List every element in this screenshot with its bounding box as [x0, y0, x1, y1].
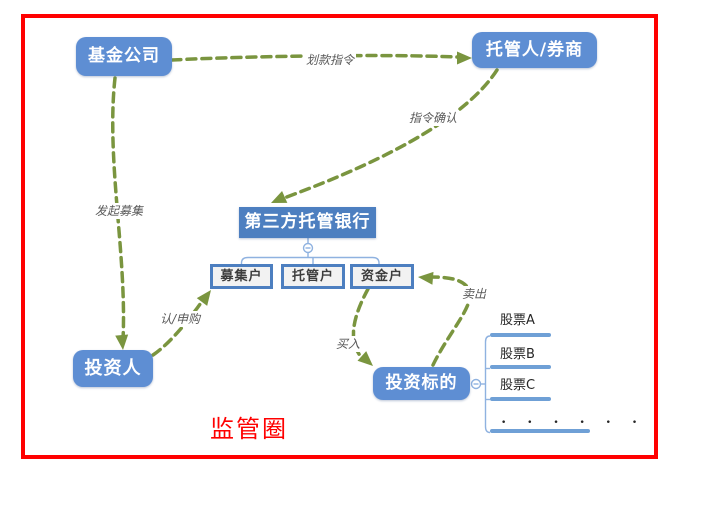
- stock-ellipsis-branch-line: [490, 429, 590, 433]
- node-investor[interactable]: 投资人: [73, 350, 153, 387]
- arrowhead-buy: [357, 351, 373, 366]
- edge-transfer-instruction: [170, 53, 459, 62]
- label-initiate-raise: 发起募集: [93, 203, 146, 220]
- node-stock-ellipsis[interactable]: • • • • • •: [501, 418, 647, 428]
- edge-subscribe: [151, 295, 207, 357]
- target-bracket: [484, 335, 491, 434]
- node-raise-account[interactable]: 募集户: [210, 264, 273, 289]
- stock-b-branch-line: [490, 365, 551, 369]
- node-fund-company[interactable]: 基金公司: [76, 37, 172, 76]
- arrowhead-transfer-instruction: [457, 51, 472, 65]
- edge-instruction-confirm: [282, 68, 499, 200]
- bank-bracket: [240, 256, 380, 264]
- node-stock-a[interactable]: 股票A: [500, 313, 535, 328]
- arrowhead-sell: [418, 271, 434, 285]
- label-sell: 卖出: [460, 286, 489, 303]
- label-buy: 买入: [334, 336, 363, 353]
- collapse-toggle-bank[interactable]: [302, 242, 314, 254]
- node-custodian-broker[interactable]: 托管人/券商: [472, 32, 597, 68]
- node-capital-account[interactable]: 资金户: [350, 264, 414, 289]
- arrowhead-initiate-raise: [115, 334, 129, 350]
- node-investment-target[interactable]: 投资标的: [373, 367, 470, 400]
- stock-c-branch-line: [490, 397, 551, 401]
- arrowhead-instruction-confirm: [271, 190, 288, 203]
- label-transfer-instruction: 划款指令: [304, 52, 357, 69]
- regulatory-boundary: [21, 14, 658, 459]
- node-third-party-bank[interactable]: 第三方托管银行: [239, 207, 376, 238]
- stock-a-branch-line: [490, 333, 551, 337]
- edge-buy: [351, 287, 370, 360]
- node-custody-account[interactable]: 托管户: [281, 264, 345, 289]
- node-stock-b[interactable]: 股票B: [500, 347, 535, 362]
- label-instruction-confirm: 指令确认: [407, 110, 460, 127]
- edge-sell: [428, 275, 472, 367]
- regulatory-circle-caption: 监管圈: [210, 415, 288, 443]
- collapse-toggle-target[interactable]: [470, 378, 482, 390]
- arrowhead-subscribe: [196, 290, 211, 306]
- node-stock-c[interactable]: 股票C: [500, 378, 536, 393]
- label-subscribe: 认/申购: [158, 311, 203, 328]
